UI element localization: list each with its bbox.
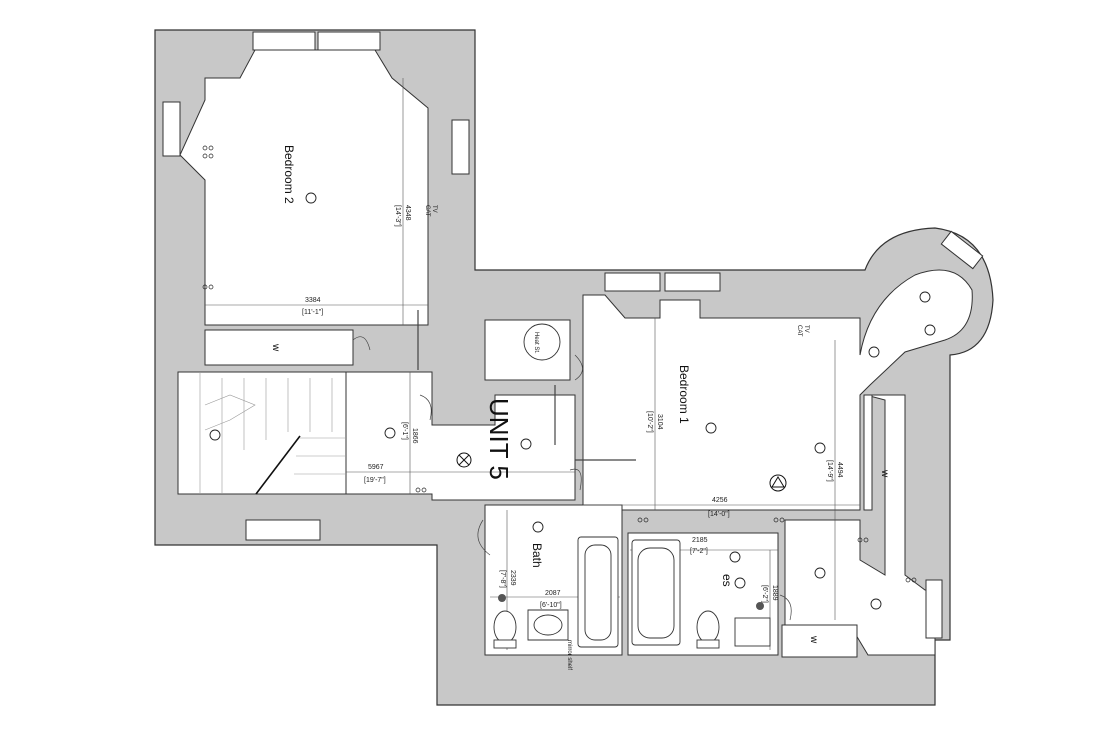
heat-store-icon	[523, 323, 561, 361]
socket-label-tv-bed2: TV	[431, 205, 437, 213]
dim-bed1-width: 4256	[712, 497, 728, 504]
dim-hall-width: 1866	[411, 428, 418, 444]
dim-es-depth-ft: [6'-2"]	[761, 585, 768, 603]
stair-area	[177, 371, 347, 495]
ceiling-lights	[209, 192, 936, 610]
room-label-bath: Bath	[530, 543, 544, 568]
wardrobe-bed1-small	[781, 624, 858, 658]
extractor-fan-icon	[456, 452, 472, 468]
socket-label-cat-bed1: CAT	[796, 325, 802, 337]
dim-bed1-bay-ft: [14'-9"]	[826, 460, 833, 482]
dim-es-width: 2185	[692, 537, 708, 544]
dim-bed1-depth: 3104	[656, 414, 663, 430]
dim-bed2-width-ft: [11'-1"]	[302, 309, 323, 316]
socket-label-tv-bed1: TV	[803, 325, 809, 333]
bathtubs	[577, 536, 681, 648]
staircase	[199, 372, 346, 495]
windows	[162, 31, 984, 639]
dim-bath-depth: 2339	[509, 570, 516, 586]
dim-hall-length: 5967	[368, 464, 384, 471]
dim-bath-depth-ft: [7'-8"]	[499, 570, 506, 588]
dim-bath-width-ft: [6'-10"]	[540, 602, 562, 609]
sanitary-fixtures	[493, 609, 771, 649]
mirror-label: mirror shelf	[566, 640, 572, 670]
room-label-bedroom1: Bedroom 1	[677, 365, 691, 424]
wardrobe-label-1: w	[270, 343, 281, 352]
room-label-bedroom2: Bedroom 2	[282, 145, 296, 204]
shower-valve-icon	[498, 594, 506, 602]
dim-bed2-depth: 4348	[404, 205, 411, 221]
unit-label: UNIT 5	[484, 398, 514, 480]
wardrobe-label-2: w	[879, 469, 890, 478]
dim-es-depth: 1889	[771, 585, 778, 601]
dim-es-width-ft: [7'-2"]	[690, 548, 708, 555]
dim-hall-width-ft: [6'-1"]	[401, 422, 408, 440]
dim-bed1-width-ft: [14'-0"]	[708, 511, 730, 518]
bedroom2-floor	[179, 49, 429, 326]
dim-bed2-depth-ft: [14'-3"]	[394, 205, 401, 227]
wardrobe-bed2	[204, 329, 354, 366]
shower-valve-icon-2	[756, 602, 764, 610]
door-swings	[352, 310, 792, 621]
room-label-heat-store: Heat St.	[533, 332, 539, 354]
dim-bath-width: 2087	[545, 590, 561, 597]
dim-hall-length-ft: [19'-7"]	[364, 477, 386, 484]
dim-bed2-width: 3384	[305, 297, 321, 304]
smoke-alarm-icon	[769, 474, 787, 492]
wardrobe-label-3: w	[808, 635, 819, 644]
dim-bed1-bay: 4494	[836, 462, 843, 478]
socket-label-cat-bed2: CAT	[424, 205, 430, 217]
hallway-floor	[345, 371, 576, 501]
double-sockets	[202, 145, 917, 583]
bedroom1-floor	[582, 269, 973, 511]
dim-bed1-depth-ft: [10'-2"]	[646, 411, 653, 433]
room-label-ensuite: es	[720, 574, 734, 587]
